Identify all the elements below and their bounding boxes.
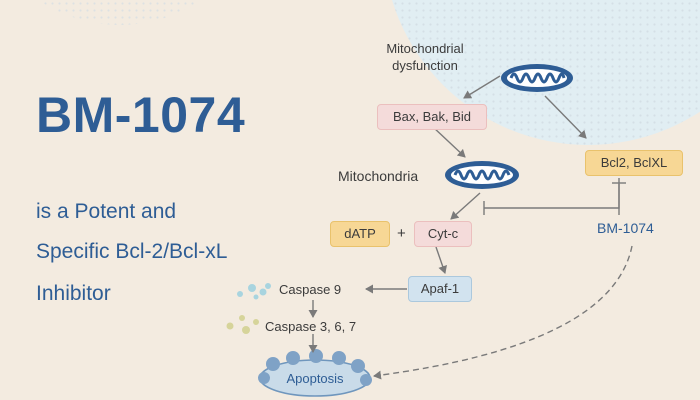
mitochondrion-icon (501, 64, 573, 92)
arrow-bax-to-mitochondria (432, 126, 466, 158)
cyt-c-box: Cyt-c (414, 221, 472, 247)
subtitle-line-1: is a Potent and (36, 200, 177, 223)
subtitle-line-3: Inhibitor (36, 282, 111, 305)
bax-bak-bid-box: Bax, Bak, Bid (377, 104, 487, 130)
drug-title: BM-1074 (36, 87, 246, 143)
molecule-dots-icon (237, 283, 271, 300)
arrow-cytc-to-apaf1 (435, 246, 447, 274)
cell-icon (258, 349, 372, 397)
mitochondrial-dysfunction-line-2: dysfunction (392, 58, 458, 73)
mitochondrial-dysfunction-line-1: Mitochondrial (386, 41, 464, 56)
caspase367-label: Caspase 3, 6, 7 (265, 319, 357, 334)
bm1074-inhibitor-label: BM-1074 (597, 220, 654, 236)
subtitle-line-2: Specific Bcl-2/Bcl-xL (36, 240, 228, 263)
apaf1-box: Apaf-1 (408, 276, 472, 302)
arrow-dysfunction-to-bcl2 (544, 95, 587, 139)
apoptosis-label: Apoptosis (286, 371, 344, 386)
mitochondrial-dysfunction-label: Mitochondrial dysfunction (370, 40, 480, 74)
datp-box: dATP (330, 221, 390, 247)
mitochondria-label: Mitochondria (338, 168, 419, 184)
caspase9-label: Caspase 9 (279, 282, 342, 297)
arrow-bm1074-to-apoptosis (373, 245, 633, 380)
arrow-dysfunction-to-bax (463, 75, 501, 99)
bcl2-bclxl-box: Bcl2, BclXL (585, 150, 683, 176)
plus-sign: + (397, 225, 406, 242)
molecule-dots-icon (226, 315, 259, 334)
arrow-mitochondria-to-cytc (450, 192, 481, 220)
mitochondrion-icon (445, 161, 519, 189)
top-left-dots (38, 0, 202, 25)
